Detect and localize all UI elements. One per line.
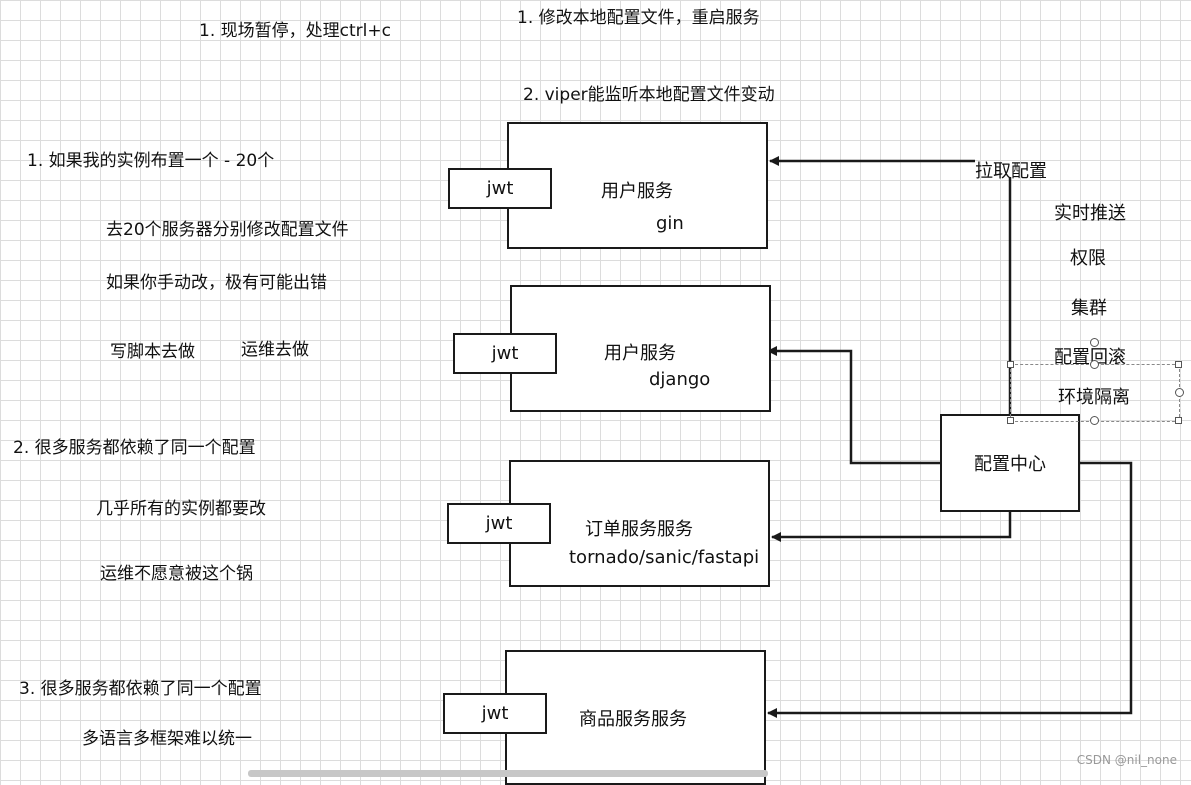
horizontal-scrollbar[interactable] <box>248 770 768 777</box>
note-multi-lang: 多语言多框架难以统一 <box>82 729 252 749</box>
resize-handle[interactable] <box>1007 417 1014 424</box>
note-ops-no-blame: 运维不愿意被这个锅 <box>100 564 253 584</box>
resize-handle[interactable] <box>1007 361 1014 368</box>
service-title: 用户服务 <box>604 343 676 364</box>
watermark: CSDN @nil_none <box>1076 753 1177 767</box>
feature-rollback: 配置回滚 <box>1054 347 1126 368</box>
jwt-box[interactable]: jwt <box>448 168 552 209</box>
note-manual-error: 如果你手动改，极有可能出错 <box>106 273 327 293</box>
jwt-box[interactable]: jwt <box>453 333 557 374</box>
jwt-box[interactable]: jwt <box>447 503 551 544</box>
note-go-20-servers: 去20个服务器分别修改配置文件 <box>106 220 349 240</box>
service-title: 订单服务服务 <box>585 519 693 540</box>
arrow-center-to-order <box>771 512 1012 542</box>
resize-handle[interactable] <box>1090 360 1099 369</box>
feature-realtime-push: 实时推送 <box>1054 203 1126 224</box>
note-viper: 2. viper能监听本地配置文件变动 <box>523 85 775 105</box>
resize-handle[interactable] <box>1175 417 1182 424</box>
arrow-center-to-product <box>767 461 1133 718</box>
note-modify-local: 1. 修改本地配置文件，重启服务 <box>517 8 760 28</box>
resize-handle[interactable] <box>1175 388 1184 397</box>
note-script: 写脚本去做 <box>110 342 195 362</box>
jwt-box[interactable]: jwt <box>443 693 547 734</box>
selection-frame[interactable] <box>1010 364 1180 422</box>
feature-env-isolation: 环境隔离 <box>1058 387 1130 408</box>
note-instances: 1. 如果我的实例布置一个 - 20个 <box>27 151 275 171</box>
rotate-handle[interactable] <box>1090 338 1099 347</box>
resize-handle[interactable] <box>1090 416 1099 425</box>
resize-handle[interactable] <box>1175 361 1182 368</box>
config-center-box[interactable]: 配置中心 <box>940 414 1080 512</box>
pull-config-label: 拉取配置 <box>975 161 1047 182</box>
service-framework: django <box>649 369 711 390</box>
service-title: 商品服务服务 <box>579 709 687 730</box>
note-pause: 1. 现场暂停，处理ctrl+c <box>199 21 391 41</box>
feature-cluster: 集群 <box>1071 298 1107 319</box>
note-almost-all: 几乎所有的实例都要改 <box>96 499 266 519</box>
feature-permission: 权限 <box>1070 248 1106 269</box>
service-framework: tornado/sanic/fastapi <box>569 547 760 568</box>
service-title: 用户服务 <box>601 181 673 202</box>
service-box-order[interactable] <box>509 460 770 587</box>
service-framework: gin <box>656 213 684 234</box>
note-depend-same-3: 3. 很多服务都依赖了同一个配置 <box>19 679 262 699</box>
arrow-center-to-django <box>767 346 940 465</box>
note-depend-same-2: 2. 很多服务都依赖了同一个配置 <box>13 438 256 458</box>
note-ops: 运维去做 <box>241 340 309 360</box>
